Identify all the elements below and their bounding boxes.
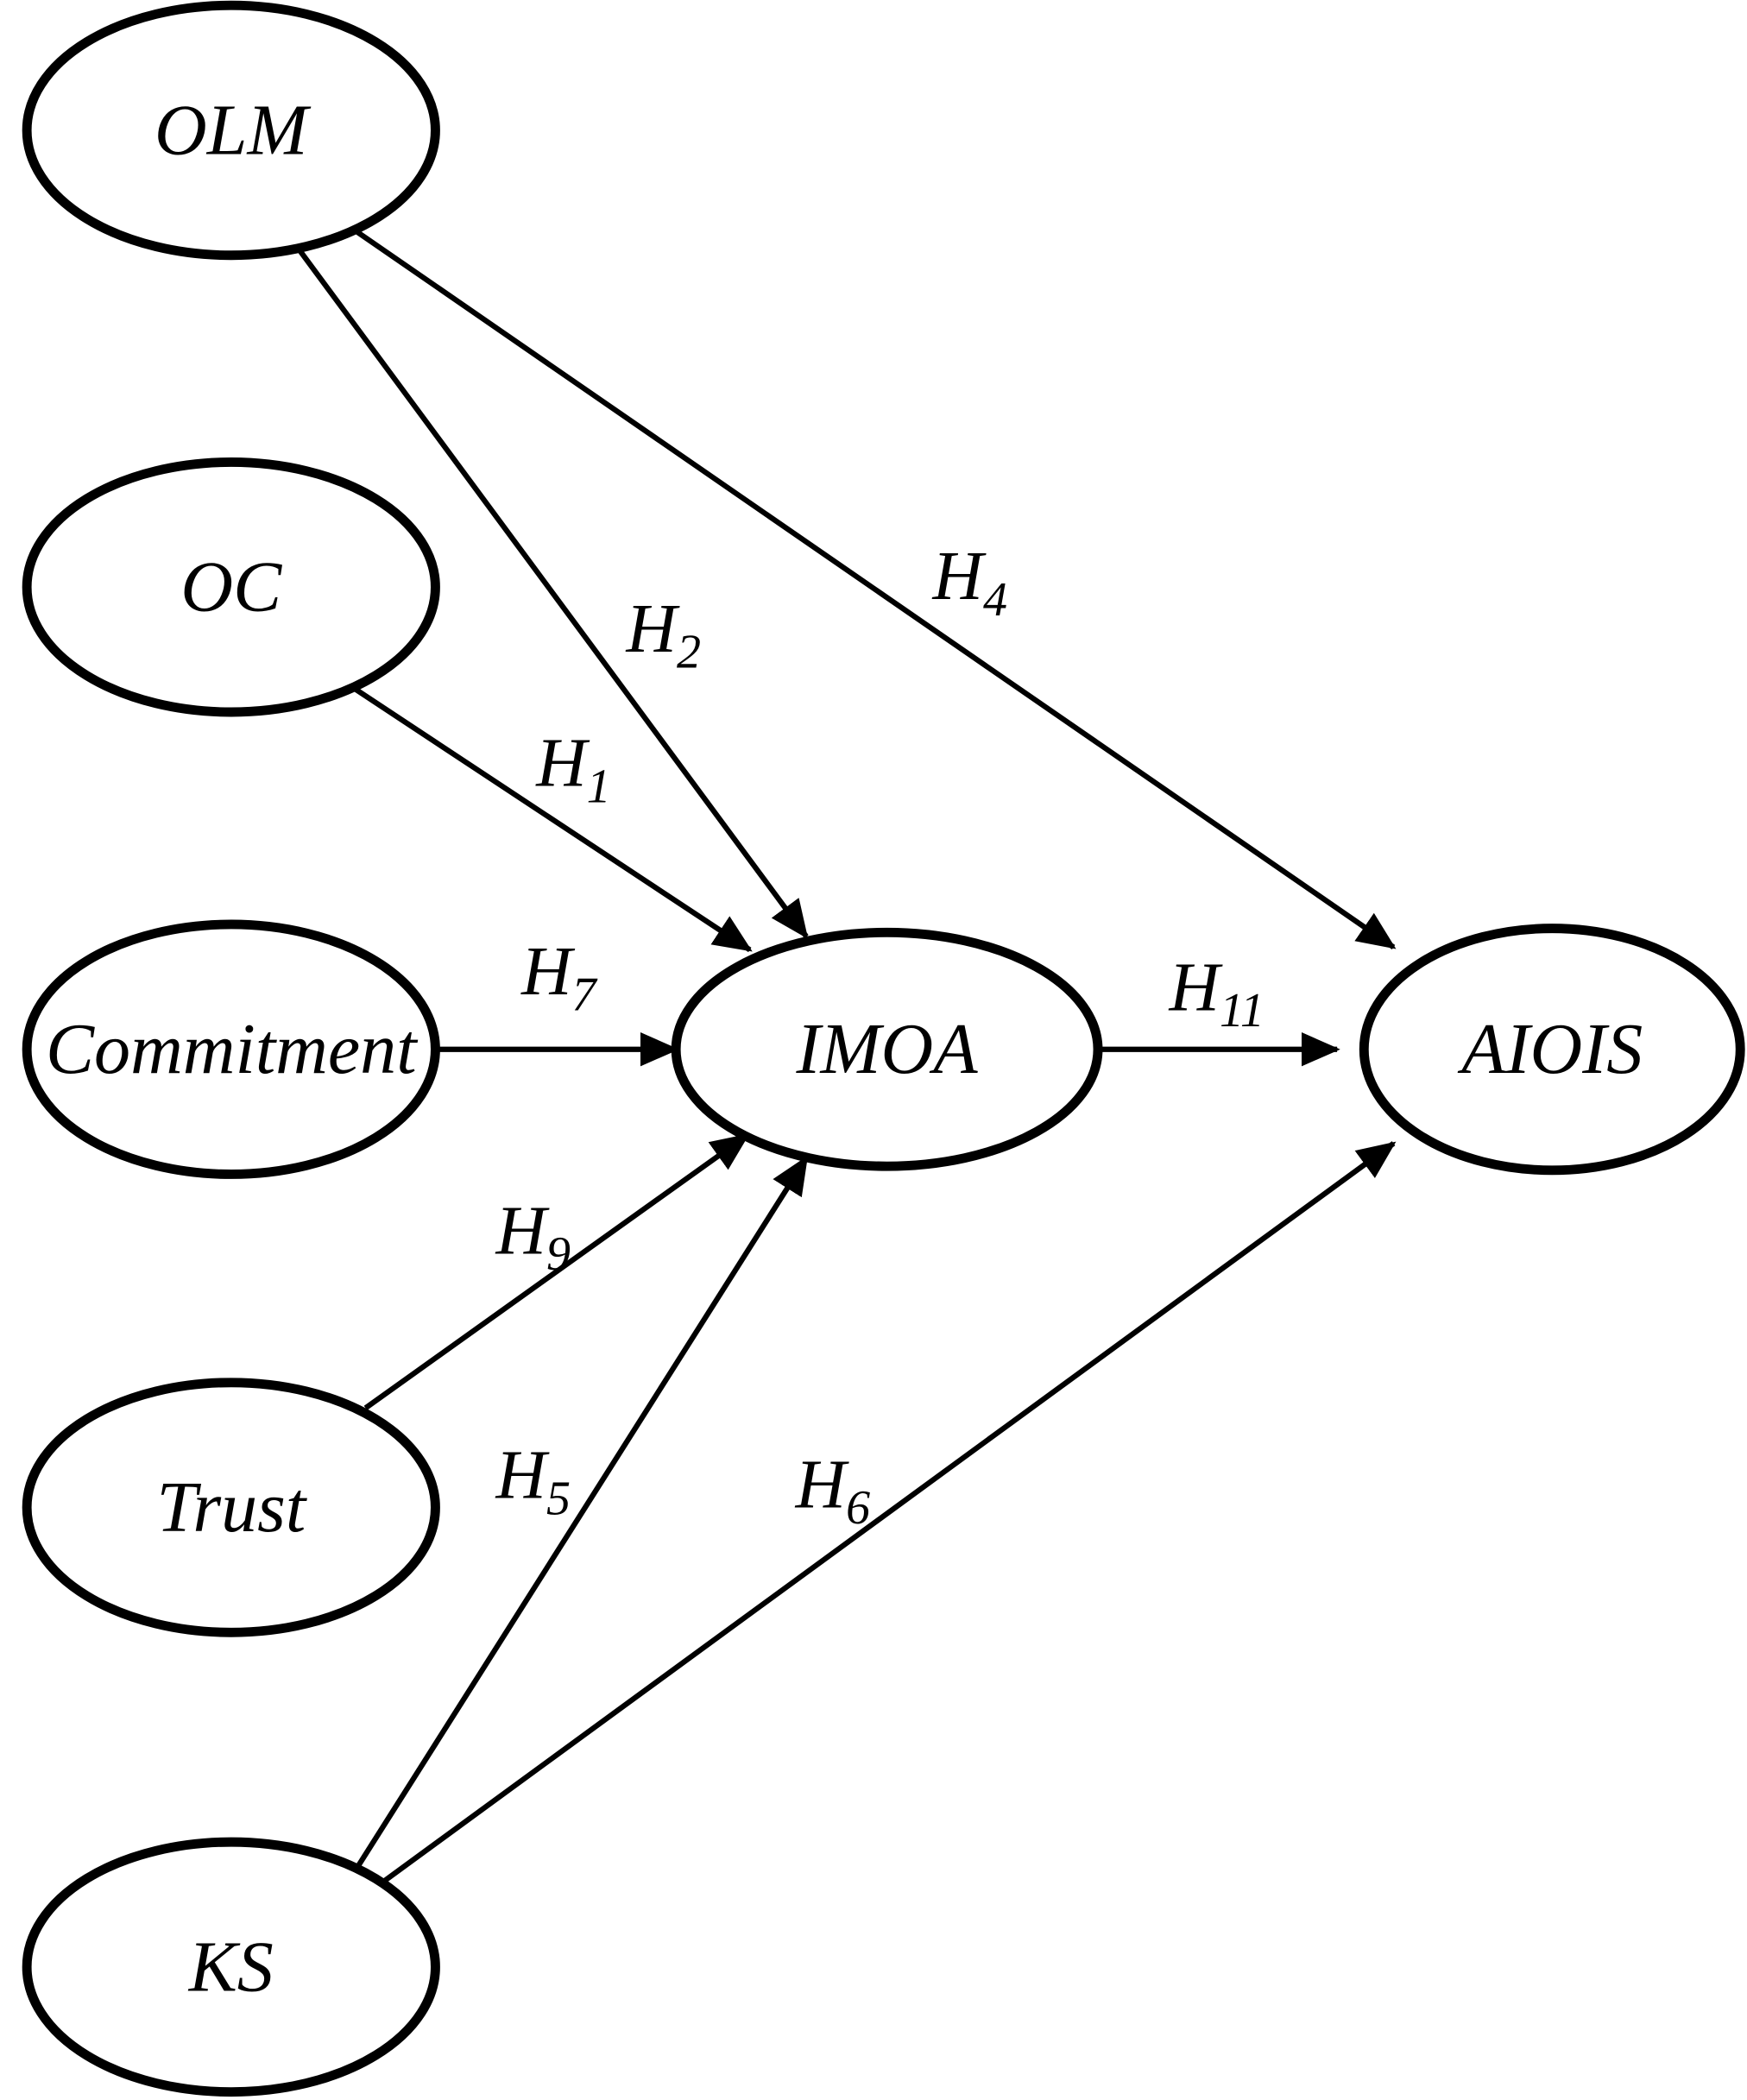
node-olm-ellipse[interactable] [22, 0, 440, 261]
edge-label-h9-base: H [495, 1191, 551, 1269]
edge-label-h1-base: H [535, 724, 590, 802]
node-olm-label: OLM [155, 90, 311, 170]
node-commitment-label: Commitment [46, 1009, 419, 1089]
edge-label-h2-base: H [626, 590, 681, 667]
edge-label-h4-base: H [932, 537, 987, 615]
edge-label-h4-sub: 4 [983, 573, 1007, 627]
node-ks-ellipse[interactable] [22, 1837, 440, 2097]
edge-label-h1-sub: 1 [587, 760, 611, 813]
edge-label-h11: H11 [1169, 949, 1265, 1038]
edge-label-h6-base: H [795, 1446, 850, 1523]
edge-label-h9: H9 [495, 1191, 571, 1281]
edge-label-h11-base: H [1169, 949, 1224, 1026]
edge-label-h5-sub: 5 [546, 1472, 571, 1525]
edge-label-h5-base: H [495, 1436, 551, 1514]
edge-label-h7-sub: 7 [572, 968, 598, 1022]
edges-layer [296, 226, 1397, 1895]
edge-h4-line [350, 226, 1397, 949]
edge-label-h4: H4 [932, 537, 1007, 627]
edge-label-h9-sub: 9 [546, 1227, 571, 1281]
edge-label-h1: H1 [535, 724, 610, 814]
edge-label-h11-sub: 11 [1220, 984, 1265, 1037]
node-commitment-ellipse[interactable] [22, 919, 440, 1179]
node-imoa-label: IMOA [796, 1009, 979, 1089]
node-trust-label: Trust [156, 1467, 308, 1548]
node-oc[interactable]: OC [22, 457, 440, 717]
node-oc-label: OC [180, 547, 282, 627]
edge-h9-line [363, 1132, 750, 1410]
edge-label-h5: H5 [495, 1436, 571, 1526]
edge-label-h2-sub: 2 [677, 626, 701, 679]
nodes-layer: OLM OC Commitment Trust KS IMOA [22, 0, 1745, 2097]
edge-h5-line [350, 1155, 809, 1877]
edge-label-h6-sub: 6 [846, 1481, 870, 1535]
node-ks[interactable]: KS [22, 1837, 440, 2097]
node-imoa-ellipse[interactable] [671, 927, 1103, 1171]
node-oc-ellipse[interactable] [22, 457, 440, 717]
node-trust-ellipse[interactable] [22, 1378, 440, 1637]
node-aiois-label: AIOIS [1457, 1009, 1643, 1089]
edge-labels-layer: H1 H2 H4 H5 H6 H7 H9 H11 [495, 537, 1265, 1535]
edge-h1-line [348, 683, 753, 953]
node-aiois-ellipse[interactable] [1359, 924, 1745, 1176]
edge-label-h2: H2 [626, 590, 701, 679]
edge-label-h6: H6 [795, 1446, 870, 1536]
node-commitment[interactable]: Commitment [22, 919, 440, 1179]
edge-label-h7: H7 [520, 932, 597, 1022]
node-ks-label: KS [188, 1927, 274, 2007]
node-aiois[interactable]: AIOIS [1359, 924, 1745, 1176]
edge-h2-line [296, 247, 809, 939]
edge-label-h7-base: H [520, 932, 576, 1010]
node-trust[interactable]: Trust [22, 1378, 440, 1637]
edge-h6-line [368, 1141, 1397, 1895]
node-imoa[interactable]: IMOA [671, 927, 1103, 1171]
node-olm[interactable]: OLM [22, 0, 440, 261]
